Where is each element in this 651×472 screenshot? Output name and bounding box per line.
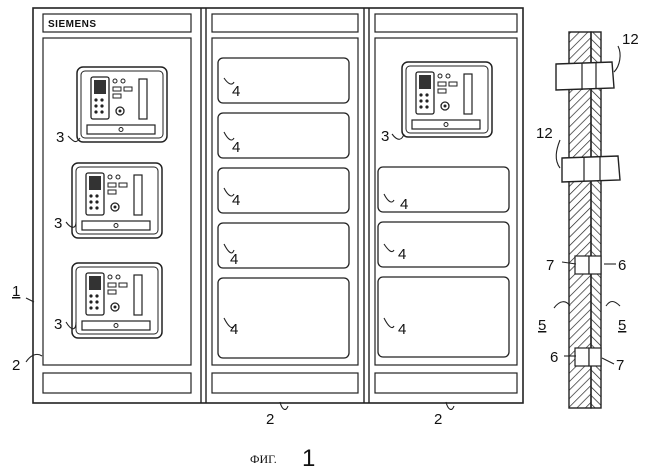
label-cover: 4 — [398, 321, 406, 338]
device-unit — [72, 163, 162, 238]
label-device: 3 — [54, 215, 62, 232]
caption-number: 1 — [302, 445, 315, 472]
label-panel: 2 — [12, 357, 20, 374]
label-part-6: 6 — [550, 349, 558, 366]
wall-section — [556, 32, 620, 408]
brand-logo: SIEMENS — [48, 19, 97, 30]
label-cabinet: 1 — [12, 283, 20, 300]
label-cover: 4 — [232, 192, 240, 209]
label-part-7: 7 — [616, 357, 624, 374]
label-panel: 2 — [266, 411, 274, 428]
label-cover: 4 — [400, 196, 408, 213]
device-unit — [77, 67, 167, 142]
label-cover: 4 — [232, 139, 240, 156]
label-cover: 4 — [398, 246, 406, 263]
label-device: 3 — [54, 316, 62, 333]
caption-word: ФИГ. — [250, 452, 277, 466]
label-part-7: 7 — [546, 257, 554, 274]
device-unit — [402, 62, 492, 137]
device-unit — [72, 263, 162, 338]
label-wall: 5 — [538, 317, 546, 334]
label-part-6: 6 — [618, 257, 626, 274]
label-device: 3 — [56, 129, 64, 146]
label-wall: 5 — [618, 317, 626, 334]
label-cover: 4 — [232, 83, 240, 100]
label-part-12: 12 — [536, 125, 553, 142]
label-panel: 2 — [434, 411, 442, 428]
label-device: 3 — [381, 128, 389, 145]
label-cover: 4 — [230, 321, 238, 338]
label-part-12: 12 — [622, 31, 639, 48]
label-cover: 4 — [230, 251, 238, 268]
